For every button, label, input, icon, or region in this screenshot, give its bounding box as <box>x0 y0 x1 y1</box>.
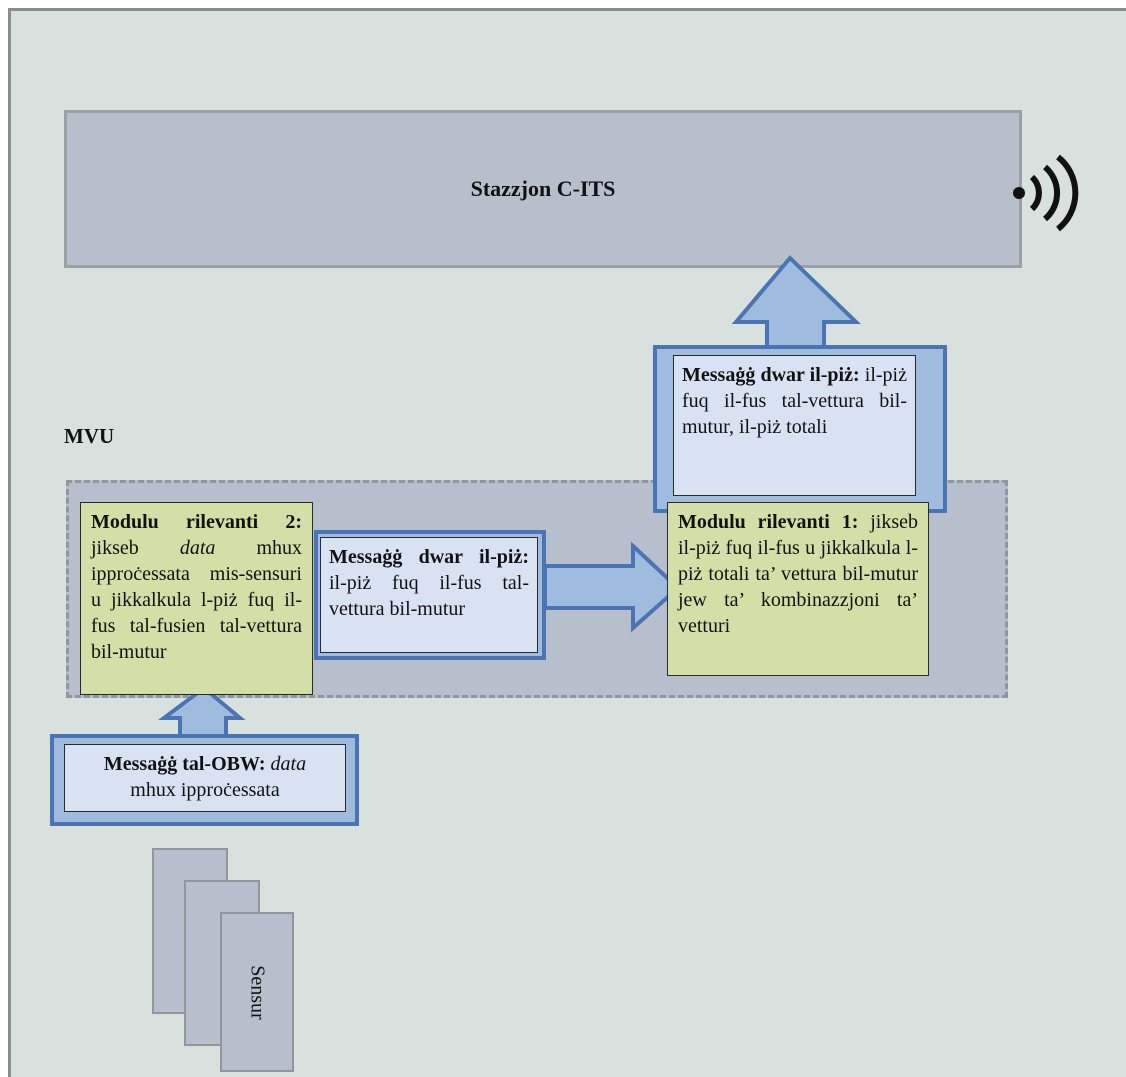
message-mid-title: Messaġġ dwar il-piż: <box>329 546 529 568</box>
mvu-label: MVU <box>64 424 115 448</box>
arrow-up-to-station <box>731 255 861 354</box>
module2-text-a: jikseb <box>91 537 139 559</box>
message-top-title: Messaġġ dwar il-piż: <box>682 364 860 386</box>
message-mid-text: il-piż fuq il-fus tal-vettura bil-mutur <box>329 572 529 620</box>
message-obw-box: Messaġġ tal-OBW: data mhux ipproċessata <box>64 744 346 812</box>
message-obw-text: mhux ipproċessata <box>130 779 280 801</box>
message-mid-box: Messaġġ dwar il-piż: il-piż fuq il-fus t… <box>320 537 538 653</box>
wireless-signal-icon <box>1013 154 1079 232</box>
sensor-card-front <box>220 912 294 1072</box>
module1-title: Modulu rilevanti 1: <box>678 511 859 533</box>
message-obw-title: Messaġġ tal-OBW: <box>103 753 266 775</box>
station-box: Stazzjon C-ITS <box>64 110 1022 268</box>
sensor-label-wrap: Sensur <box>220 912 294 1072</box>
module1-box: Modulu rilevanti 1: jikseb il-piż fuq il… <box>667 502 929 676</box>
module1-text: jikseb il-piż fuq il-fus u jikkalkula l-… <box>678 511 919 637</box>
module2-title: Modulu rilevanti 2: <box>91 511 302 533</box>
module2-box: Modulu rilevanti 2: jikseb data mhux ipp… <box>80 502 313 695</box>
message-obw-text-italic: data <box>270 753 307 775</box>
module2-text-b: mhux ipproċessata mis-sen­suri u jikkalk… <box>91 537 302 663</box>
sensor-label: Sensur <box>246 964 269 1020</box>
station-title: Stazzjon C-ITS <box>470 176 616 201</box>
arrow-right-to-module1 <box>543 541 681 633</box>
module2-text-italic: data <box>179 537 216 559</box>
message-top-text: il-piż fuq il-fus tal-vettura bil-mutur,… <box>682 364 907 438</box>
message-top-box: Messaġġ dwar il-piż: il-piż fuq il-fus t… <box>673 355 916 496</box>
arrow-up-to-module2 <box>158 685 246 738</box>
